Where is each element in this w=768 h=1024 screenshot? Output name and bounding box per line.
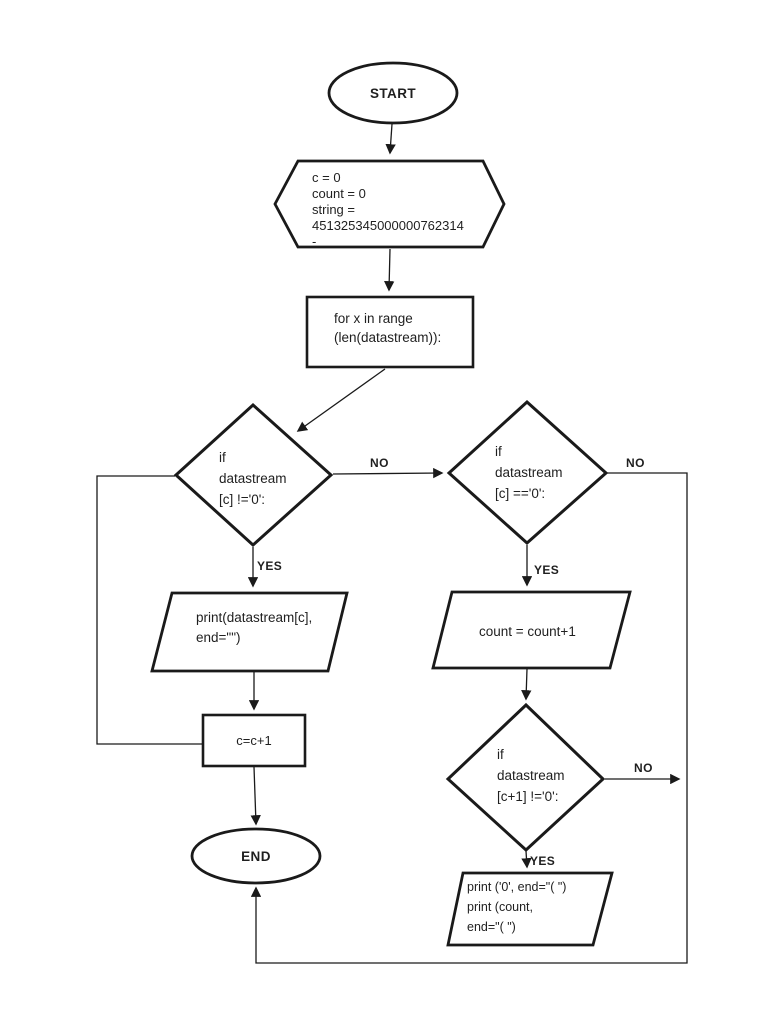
- end-label: END: [241, 848, 271, 864]
- cond-nonzero-text: if datastream [c] !='0':: [219, 450, 287, 507]
- loop-node-shape: [305, 295, 475, 369]
- edge-loop-to-cond-nonzero: [296, 368, 386, 432]
- print-digit-text: print(datastream[c], end=""): [196, 610, 313, 645]
- edge-no-cond-nonzero-to-cond-zero: [332, 467, 444, 479]
- start-label: START: [370, 85, 416, 101]
- cond-next-text: if datastream [c+1] !='0':: [497, 747, 565, 804]
- edge-loopback-to-increment: [96, 475, 202, 745]
- cond-nonzero-node-shape: [173, 402, 334, 548]
- edge-increment-to-end: [250, 766, 261, 826]
- edge-init-to-loop: [384, 248, 395, 292]
- cond-next-node-shape: [445, 702, 606, 853]
- loop-text: for x in range (len(datastream)):: [334, 311, 442, 345]
- edge-yes-cond-next-to-print-zero: [521, 850, 532, 869]
- init-node-shape: [273, 159, 506, 249]
- no-label-right-top: NO: [626, 456, 645, 470]
- cond-zero-node-shape: [446, 399, 609, 546]
- yes-label-left: YES: [257, 559, 283, 573]
- count-node-shape: [431, 590, 632, 670]
- init-text: c = 0 count = 0 string = 451325345000000…: [312, 170, 464, 249]
- count-text: count = count+1: [479, 624, 576, 639]
- edge-start-to-init: [385, 123, 396, 155]
- yes-label-bottom: YES: [530, 854, 556, 868]
- increment-text: c=c+1: [236, 733, 272, 748]
- increment-node-shape: [201, 713, 307, 768]
- yes-label-right: YES: [534, 563, 560, 577]
- no-label-left: NO: [370, 456, 389, 470]
- print-zero-count-text: print ('0', end="( ") print (count, end=…: [467, 880, 567, 934]
- edge-count-to-cond-next: [521, 668, 532, 701]
- print-zero-count-node-shape: [446, 871, 614, 947]
- cond-zero-text: if datastream [c] =='0':: [495, 444, 563, 501]
- print-digit-node-shape: [150, 591, 349, 673]
- edge-outer-no-to-end: [250, 472, 688, 964]
- end-node-shape: [190, 827, 322, 885]
- no-label-right-bottom: NO: [634, 761, 653, 775]
- start-node-shape: [327, 61, 459, 125]
